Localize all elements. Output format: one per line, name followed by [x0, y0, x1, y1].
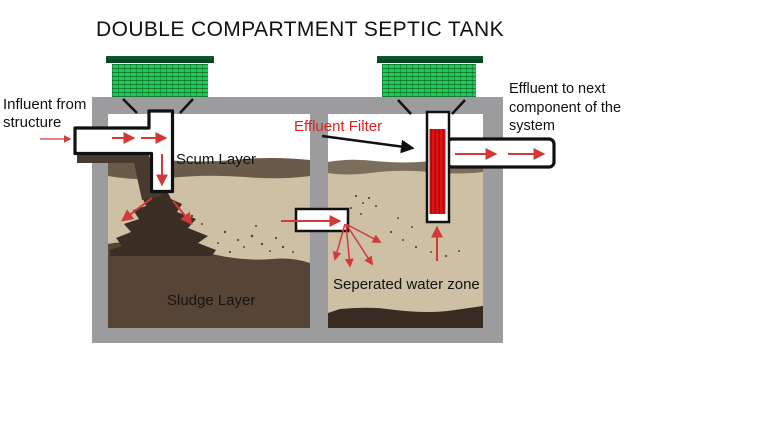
inlet-elbow-shadow [77, 149, 162, 200]
effluent-filter-cartridge [429, 129, 446, 214]
left-riser-body [112, 64, 208, 97]
sludge-layer-label: Sludge Layer [167, 292, 256, 309]
effluent-out-label: Effluent to next component of the system [509, 81, 622, 134]
flow-arrows [40, 132, 546, 268]
influent-label: Influent from structure [3, 96, 87, 131]
right-speckles [350, 194, 460, 258]
diagram-title: DOUBLE COMPARTMENT SEPTIC TANK [96, 18, 504, 41]
sludge-layer [108, 242, 310, 328]
right-riser-lid [377, 56, 483, 63]
left-speckles [190, 214, 294, 254]
filter-pointer-arrow [321, 134, 415, 154]
settling-solids-mound [110, 189, 216, 256]
inlet-tee-pipe [73, 109, 175, 194]
left-riser-lid [106, 56, 214, 63]
second-compartment-contents [328, 159, 483, 328]
separated-water-zone-label: Seperated water zone [333, 276, 480, 293]
scum-layer-label: Scum Layer [176, 151, 257, 168]
effluent-filter-label: Effluent Filter [294, 118, 383, 135]
riser-opening-marks [122, 98, 466, 115]
right-riser-body [382, 64, 476, 97]
second-sludge-layer [328, 306, 483, 328]
